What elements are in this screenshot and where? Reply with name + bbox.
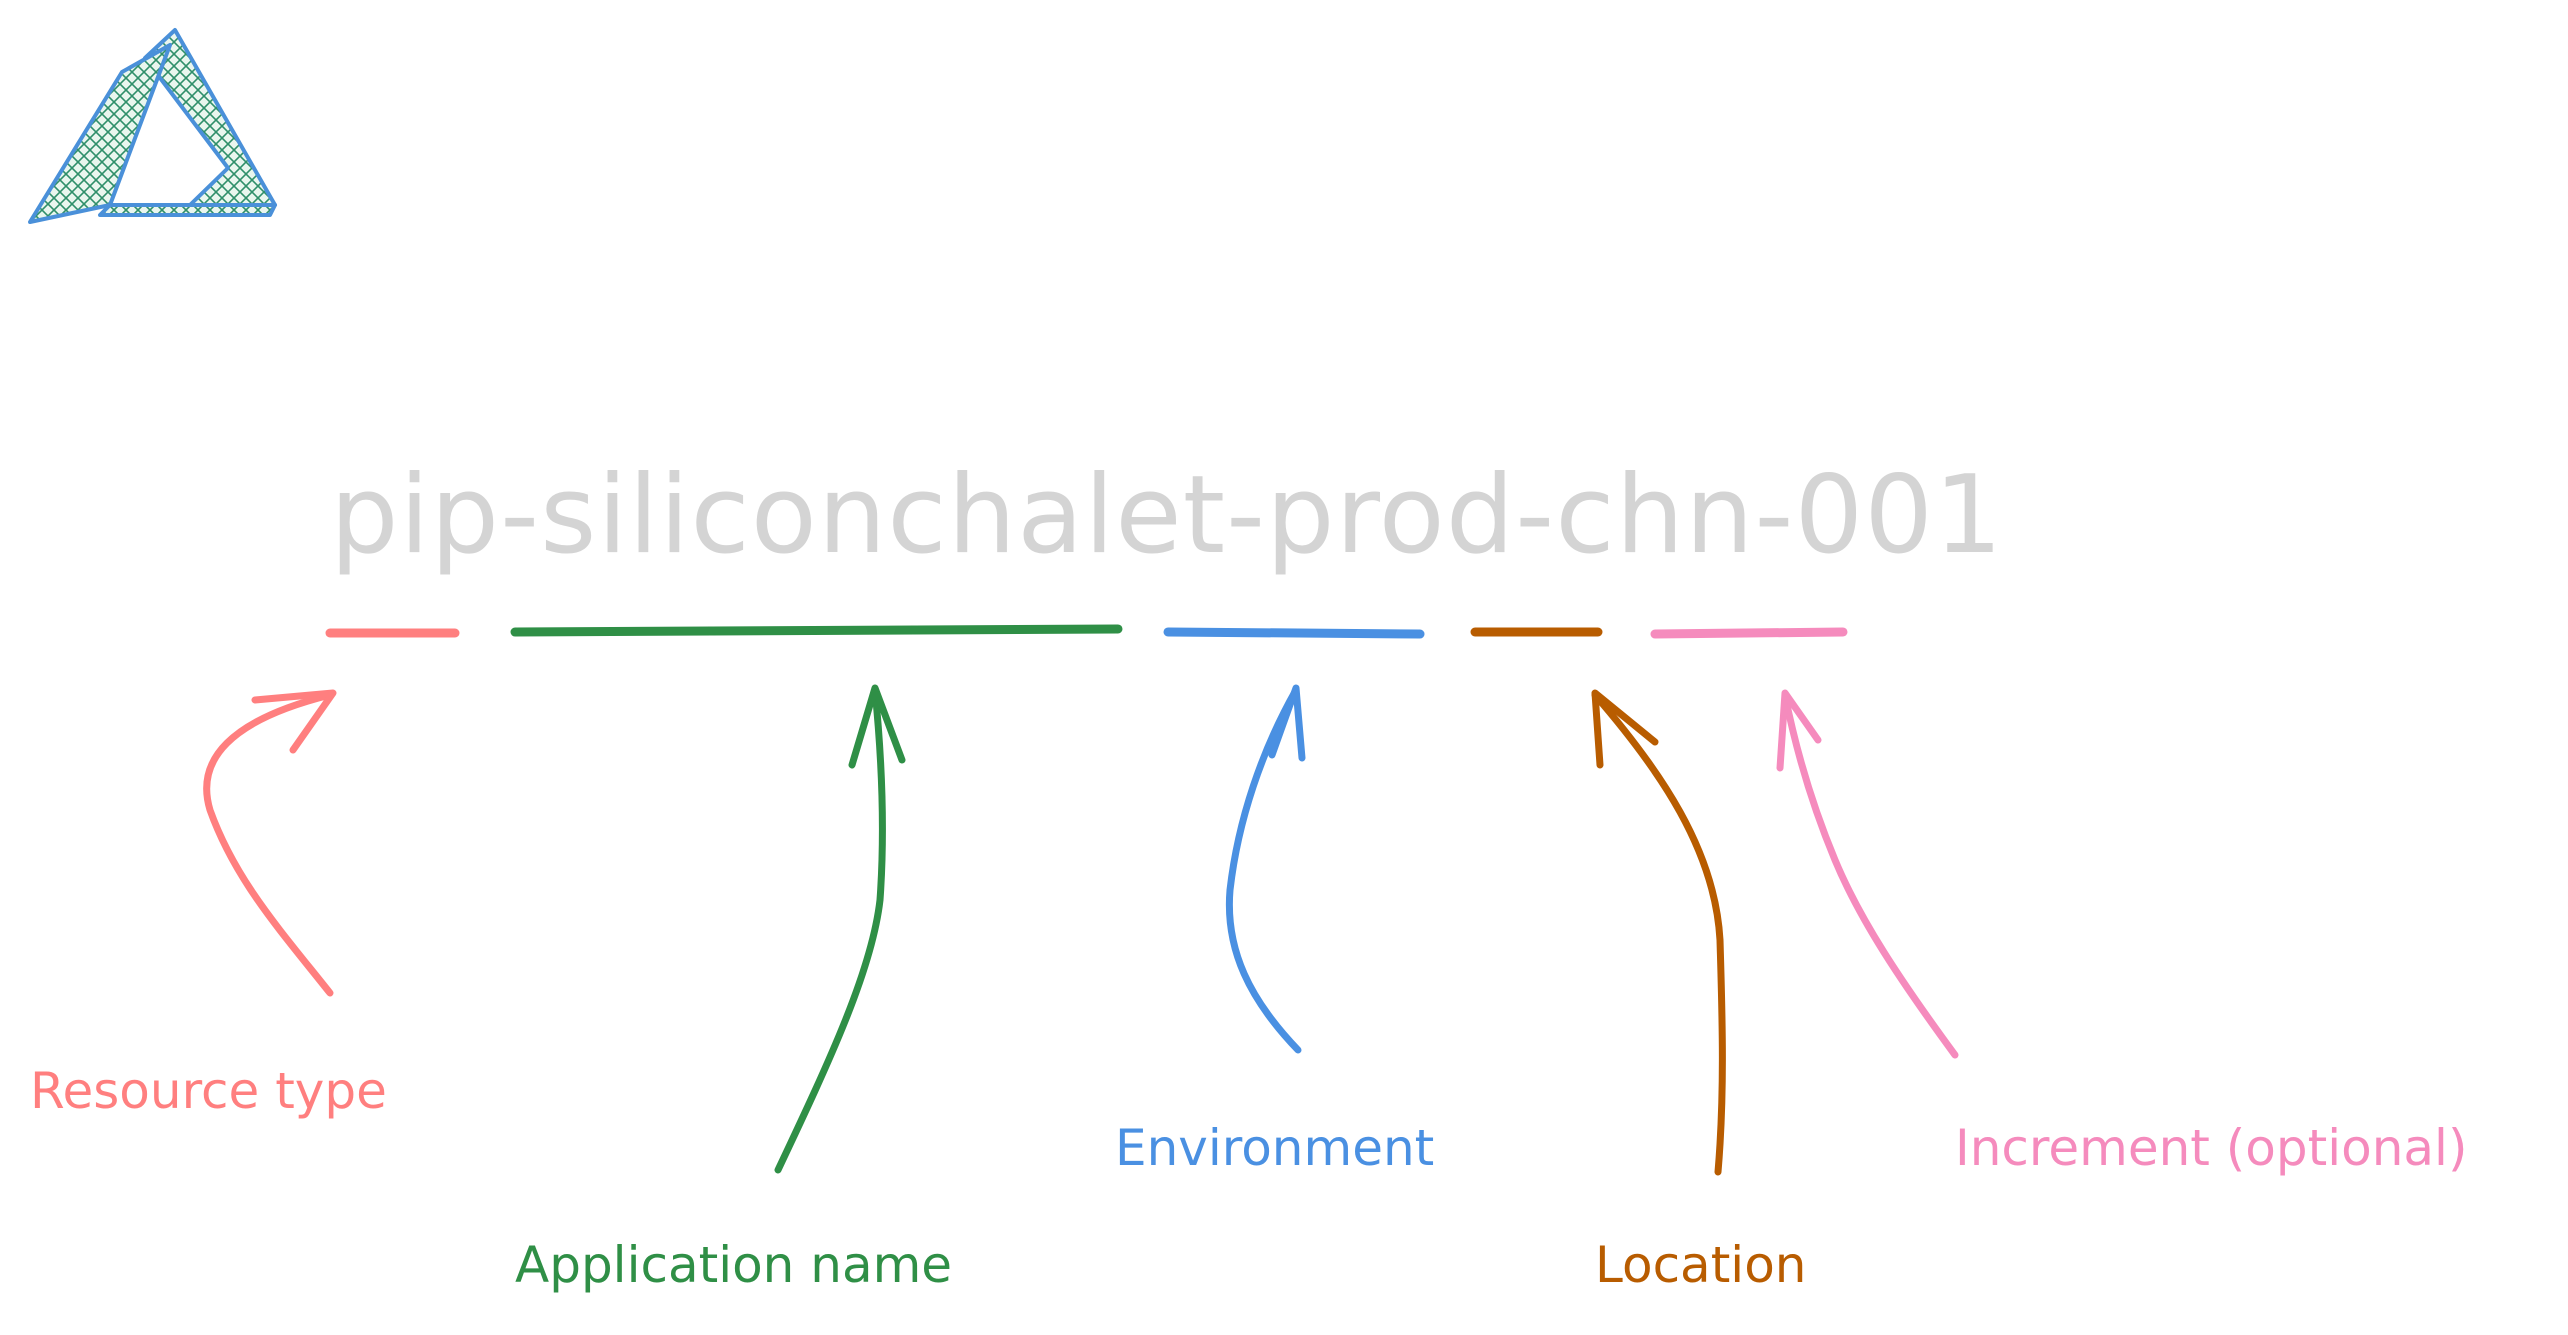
location-label: Location <box>1595 1236 1806 1294</box>
environment-label: Environment <box>1115 1119 1434 1177</box>
application-name-label: Application name <box>515 1236 952 1294</box>
increment-underline <box>1650 627 1848 639</box>
resource-type-label: Resource type <box>30 1062 387 1120</box>
environment-arrow <box>1225 684 1306 1054</box>
resource-type-arrow <box>203 689 337 997</box>
application-name-arrow <box>774 684 906 1174</box>
location-arrow <box>1591 689 1726 1176</box>
increment-arrow <box>1776 689 1959 1059</box>
environment-underline <box>1163 627 1425 639</box>
triangle-logo-icon <box>28 28 277 224</box>
application-name-underline <box>510 624 1123 637</box>
increment-label: Increment (optional) <box>1955 1119 2467 1177</box>
resource-name: pip-siliconchalet-prod-chn-001 <box>330 453 2004 578</box>
